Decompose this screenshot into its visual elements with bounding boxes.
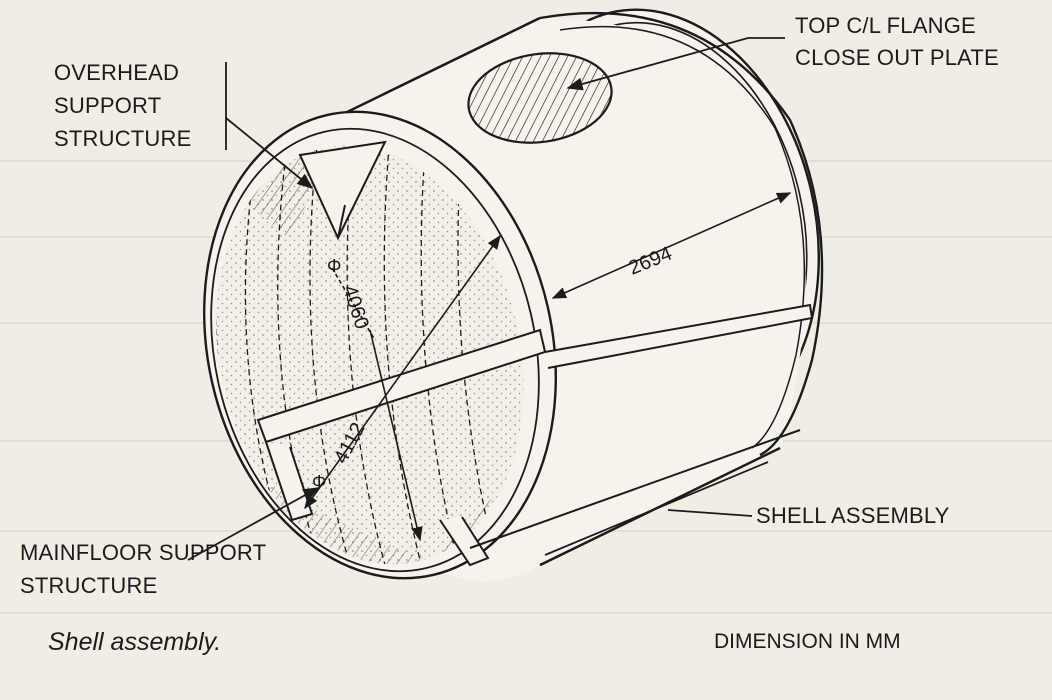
figure-caption: Shell assembly.	[48, 628, 222, 656]
shell-bracket	[544, 461, 769, 556]
front-flange-ring-inner	[210, 127, 540, 573]
overhead-label-line1: OVERHEAD	[54, 60, 180, 85]
shell-assembly-label: SHELL ASSEMBLY	[756, 503, 950, 528]
diameter-phi-symbol: Φ	[312, 472, 326, 492]
length-dimension-line	[551, 192, 792, 299]
diameter-dimension-line	[369, 329, 423, 542]
top-flange-leader	[566, 37, 785, 91]
mainfloor-leader	[187, 487, 320, 561]
overhead-label-line2: SUPPORT	[54, 93, 162, 118]
shell-leader	[667, 509, 753, 517]
mainfloor-label-line1: MAINFLOOR SUPPORT	[20, 540, 267, 565]
top-flange-close-out-plate	[467, 52, 613, 144]
top-flange-label-line1: TOP C/L FLANGE	[795, 13, 976, 38]
bleed-through-rule	[0, 612, 1052, 614]
overhead-label-line3: STRUCTURE	[54, 126, 192, 151]
outer-diameter-dimension-line	[304, 234, 501, 510]
mainfloor-label-line2: STRUCTURE	[20, 573, 158, 598]
top-flange-label-line2: CLOSE OUT PLATE	[795, 45, 999, 70]
units-note: DIMENSION IN MM	[714, 630, 901, 653]
diameter-phi-symbol: Φ	[327, 256, 341, 276]
overhead-support-structure	[298, 140, 387, 241]
overhead-leader	[225, 117, 314, 190]
